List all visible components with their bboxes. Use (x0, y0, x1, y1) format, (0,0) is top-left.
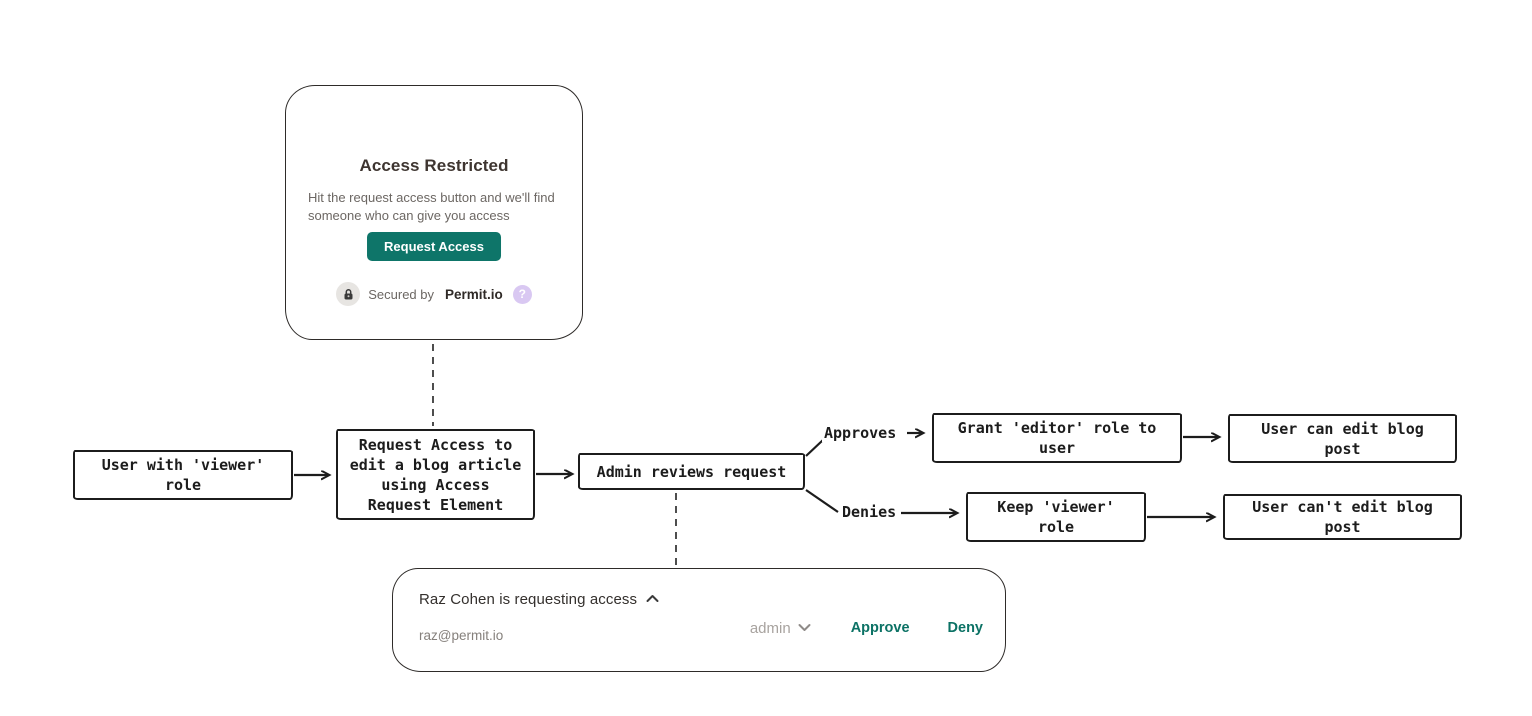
approve-button[interactable]: Approve (850, 620, 910, 636)
access-restricted-modal: Access Restricted Hit the request access… (285, 85, 583, 340)
chevron-down-icon (798, 619, 811, 637)
modal-title: Access Restricted (359, 156, 509, 175)
brand-name: Permit.io (445, 286, 503, 302)
request-title: Raz Cohen is requesting access (419, 590, 638, 608)
node-admin-reviews-request: Admin reviews request (578, 453, 805, 490)
modal-footer: Secured by Permit.io ? (286, 282, 582, 306)
role-select[interactable]: admin (750, 619, 811, 637)
edge-label-denies: Denies (840, 503, 899, 521)
deny-button[interactable]: Deny (947, 620, 983, 636)
node-user-cant-edit: User can't edit blog post (1223, 494, 1462, 540)
node-user-can-edit: User can edit blog post (1228, 414, 1457, 463)
request-access-button[interactable]: Request Access (367, 232, 501, 261)
modal-description: Hit the request access button and we'll … (308, 190, 555, 224)
node-keep-viewer-role: Keep 'viewer' role (966, 492, 1146, 542)
edge-label-approves: Approves (822, 424, 899, 442)
access-request-card: Raz Cohen is requesting access raz@permi… (392, 568, 1006, 672)
request-controls: admin Approve Deny (750, 619, 983, 637)
chevron-up-icon[interactable] (646, 590, 659, 608)
edge-approves-diagonal (805, 439, 824, 457)
role-select-value: admin (749, 619, 791, 637)
requester-email: raz@permit.io (419, 628, 504, 643)
edge-denies-diagonal (805, 489, 839, 513)
node-grant-editor-role: Grant 'editor' role to user (932, 413, 1182, 463)
help-icon[interactable]: ? (512, 284, 532, 304)
request-title-row[interactable]: Raz Cohen is requesting access (419, 590, 659, 608)
node-request-access-element: Request Access to edit a blog article us… (336, 429, 535, 520)
node-user-viewer-role: User with 'viewer' role (73, 450, 293, 500)
lock-icon (336, 282, 361, 306)
secured-by-label: Secured by (368, 286, 434, 302)
